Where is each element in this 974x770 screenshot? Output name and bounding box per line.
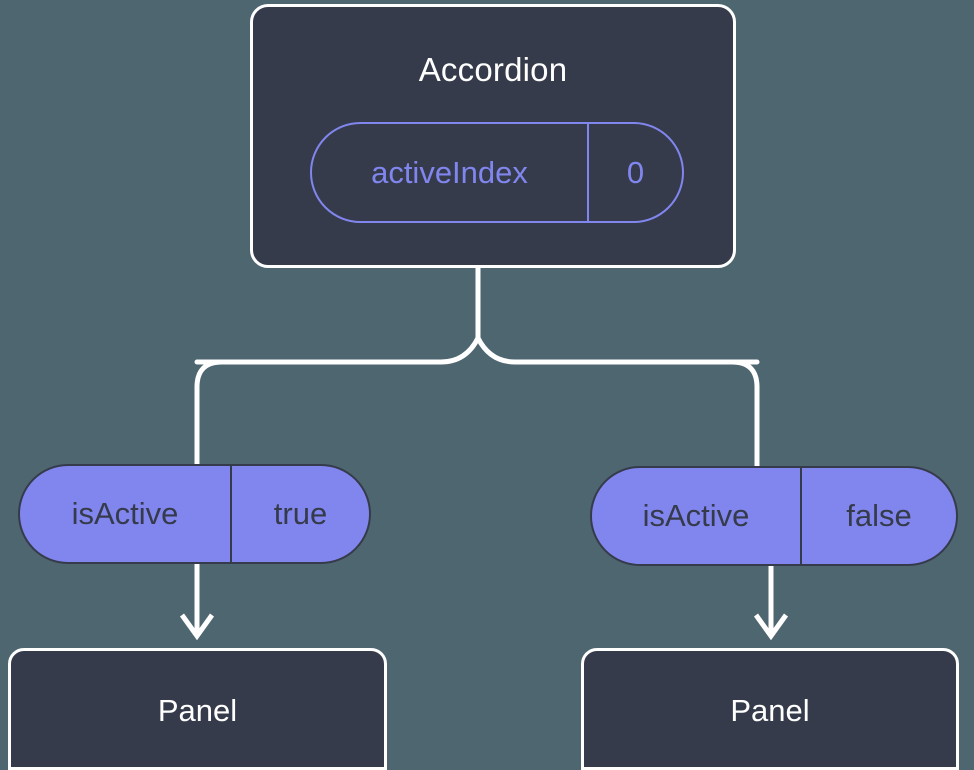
prop-pill-is-active-true[interactable]: isActive true xyxy=(18,464,371,564)
left-arrow-head xyxy=(179,613,215,641)
prop-pill-key-left: isActive xyxy=(20,466,232,562)
right-arrow-head xyxy=(753,613,789,641)
prop-pill-value-left: true xyxy=(273,496,328,531)
panel-label-right: Panel xyxy=(730,693,810,728)
panel-component-box-right[interactable]: Panel xyxy=(581,648,959,770)
left-drop-line xyxy=(194,359,444,467)
fork-rail xyxy=(194,335,760,365)
panel-component-box-left[interactable]: Panel xyxy=(8,648,387,770)
prop-pill-is-active-false[interactable]: isActive false xyxy=(590,466,958,566)
state-pill-active-index[interactable]: activeIndex 0 xyxy=(310,122,684,223)
panel-label-left: Panel xyxy=(157,693,238,728)
prop-pill-key-right: isActive xyxy=(592,468,802,564)
accordion-component-box[interactable]: Accordion activeIndex 0 xyxy=(250,4,736,268)
right-drop-line xyxy=(512,359,760,469)
state-pill-key: activeIndex xyxy=(312,124,589,221)
prop-pill-value-right: false xyxy=(846,498,912,533)
page-title: Accordion xyxy=(418,51,568,88)
state-pill-value: 0 xyxy=(626,154,645,190)
